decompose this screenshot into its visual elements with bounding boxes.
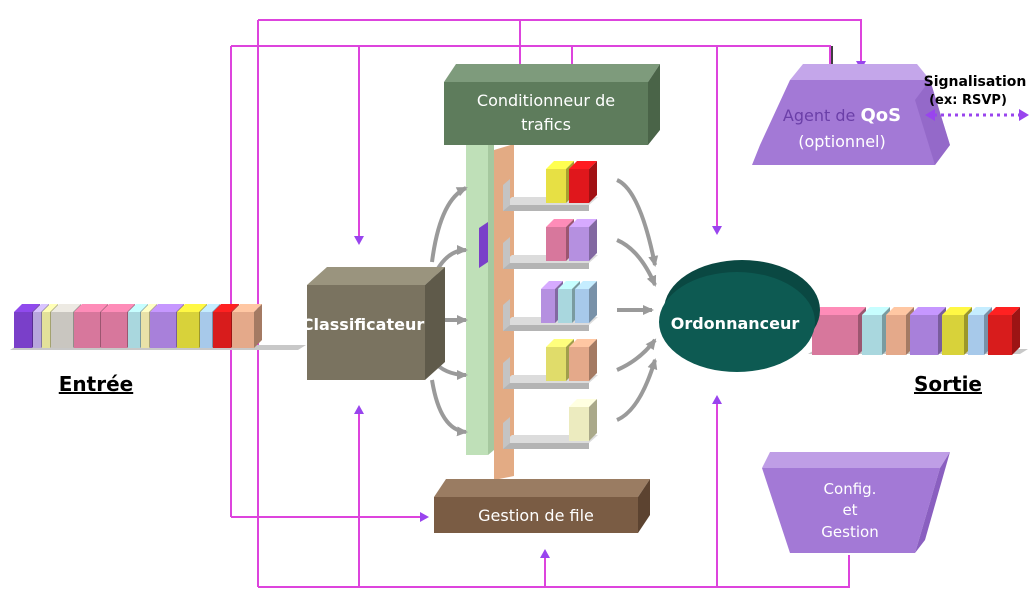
qos-agent-label-line2: (optionnel) (798, 132, 886, 151)
control-lines (230, 19, 862, 588)
packet (862, 307, 890, 355)
queue-management-box[interactable]: Gestion de file (434, 479, 650, 533)
packet (942, 307, 972, 355)
input-label: Entrée (59, 372, 133, 396)
input-packet-stream (10, 304, 306, 350)
scheduler-label: Ordonnanceur (671, 314, 800, 333)
output-packet-stream (808, 307, 1028, 355)
queue (503, 399, 598, 449)
queue (503, 281, 598, 331)
queue-to-scheduler-arrows (616, 178, 659, 422)
qos-agent-prefix: Agent de (783, 106, 861, 125)
packet (232, 304, 262, 348)
config-label-line2: et (842, 501, 857, 519)
qos-agent-qos: QoS (860, 105, 901, 126)
queue (503, 339, 598, 389)
output-label: Sortie (914, 372, 982, 396)
scheduler[interactable]: Ordonnanceur (659, 260, 820, 372)
packet (569, 161, 597, 203)
queue-bars (466, 140, 514, 480)
signaling-label-line2: (ex: RSVP) (929, 93, 1007, 108)
traffic-shaper-box[interactable]: Conditionneur de trafics (444, 64, 660, 145)
queue (503, 161, 598, 211)
packet (886, 307, 914, 355)
packet (569, 339, 597, 381)
packet (575, 281, 597, 323)
packet (812, 307, 866, 355)
config-management[interactable]: Config. et Gestion (762, 452, 950, 553)
packet (569, 219, 597, 261)
packet (988, 307, 1020, 355)
queues (503, 161, 598, 449)
shaper-label-line2: trafics (521, 115, 571, 134)
packet (910, 307, 946, 355)
shaper-label-line1: Conditionneur de (477, 91, 615, 110)
signaling-arrow (925, 109, 1029, 121)
queue-management-label: Gestion de file (478, 506, 594, 525)
classified-packet (479, 222, 488, 268)
classifier-box[interactable]: Classificateur (302, 267, 445, 380)
qos-agent-label-line1: Agent de QoS (783, 105, 901, 126)
config-label-line1: Config. (824, 480, 877, 498)
queue (503, 219, 598, 269)
classifier-label: Classificateur (302, 315, 425, 334)
qos-agent[interactable]: Agent de QoS (optionnel) (752, 64, 950, 165)
packet (569, 399, 597, 441)
signaling-label-line1: Signalisation (924, 74, 1027, 90)
config-label-line3: Gestion (821, 523, 878, 541)
